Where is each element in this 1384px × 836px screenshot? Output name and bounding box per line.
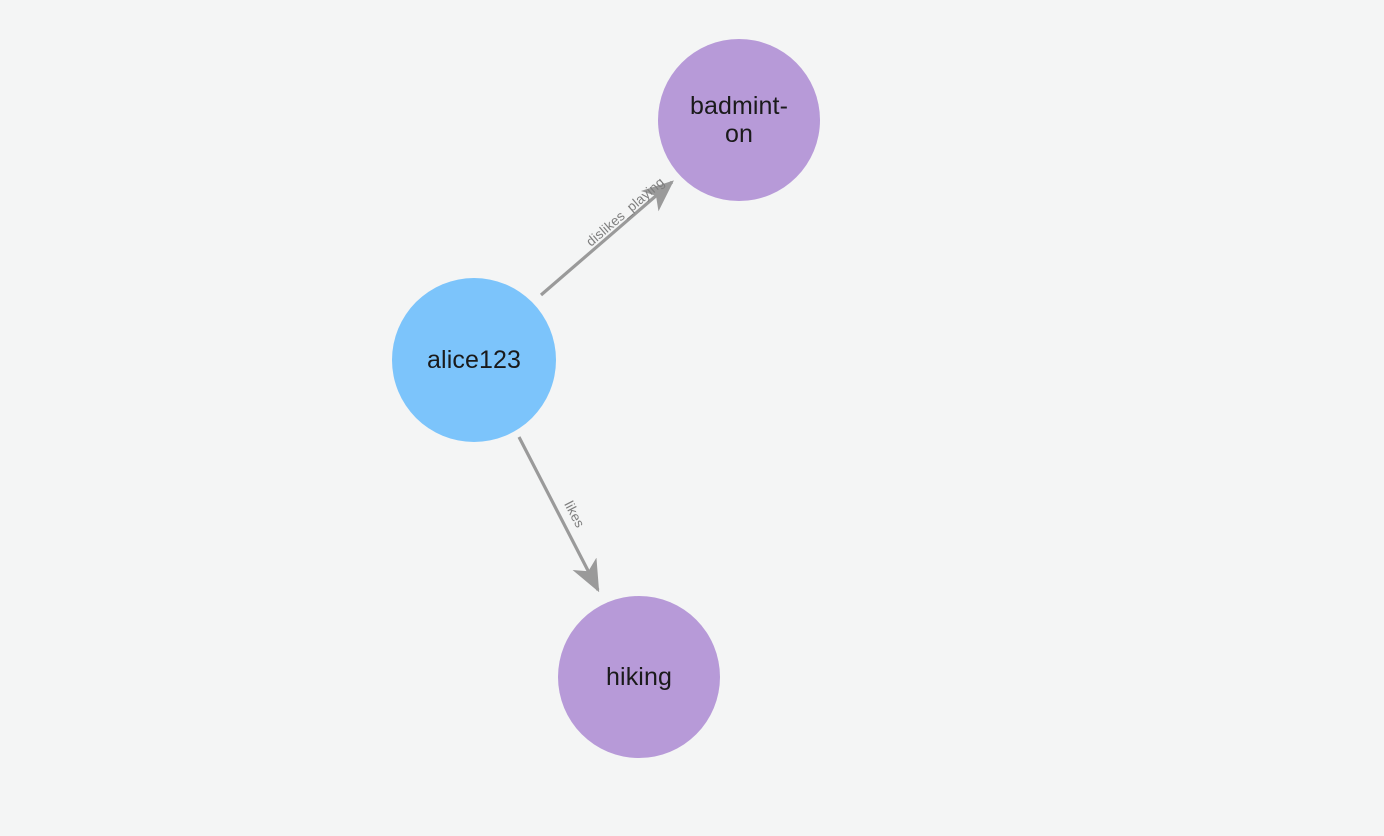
graph-node-hiking[interactable]: hiking [558,596,720,758]
edge-label-dislikes-playing: dislikes_playing [583,174,667,249]
node-label-hiking: hiking [606,663,672,691]
edge-likes[interactable]: likes [517,436,600,593]
node-label-alice123: alice123 [427,346,521,374]
node-label-badminton: badmint- on [689,92,789,148]
graph-node-badminton[interactable]: badmint- on [658,39,820,201]
edge-line-dislikes-playing [539,180,674,297]
edge-dislikes-playing[interactable]: dislikes_playing [539,174,674,297]
graph-node-alice123[interactable]: alice123 [392,278,556,442]
edge-line-likes [517,436,600,593]
